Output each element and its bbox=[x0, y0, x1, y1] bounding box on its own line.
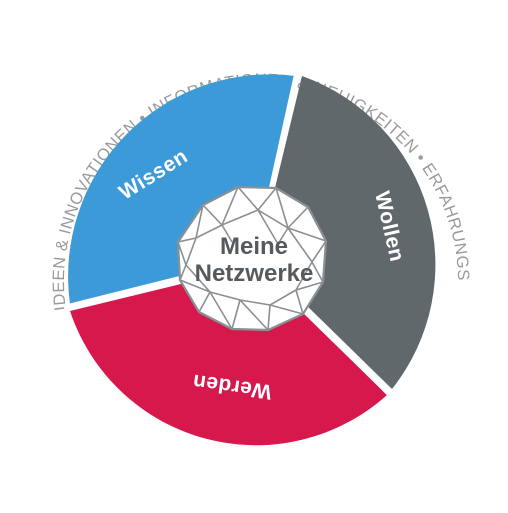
center-title-line2: Netzwerke bbox=[195, 260, 314, 287]
segment-wollen[interactable] bbox=[258, 76, 436, 389]
geodesic-polyhedron-icon bbox=[176, 185, 328, 332]
center-title-line1: Meine bbox=[220, 233, 288, 260]
segment-werden[interactable] bbox=[70, 266, 387, 446]
